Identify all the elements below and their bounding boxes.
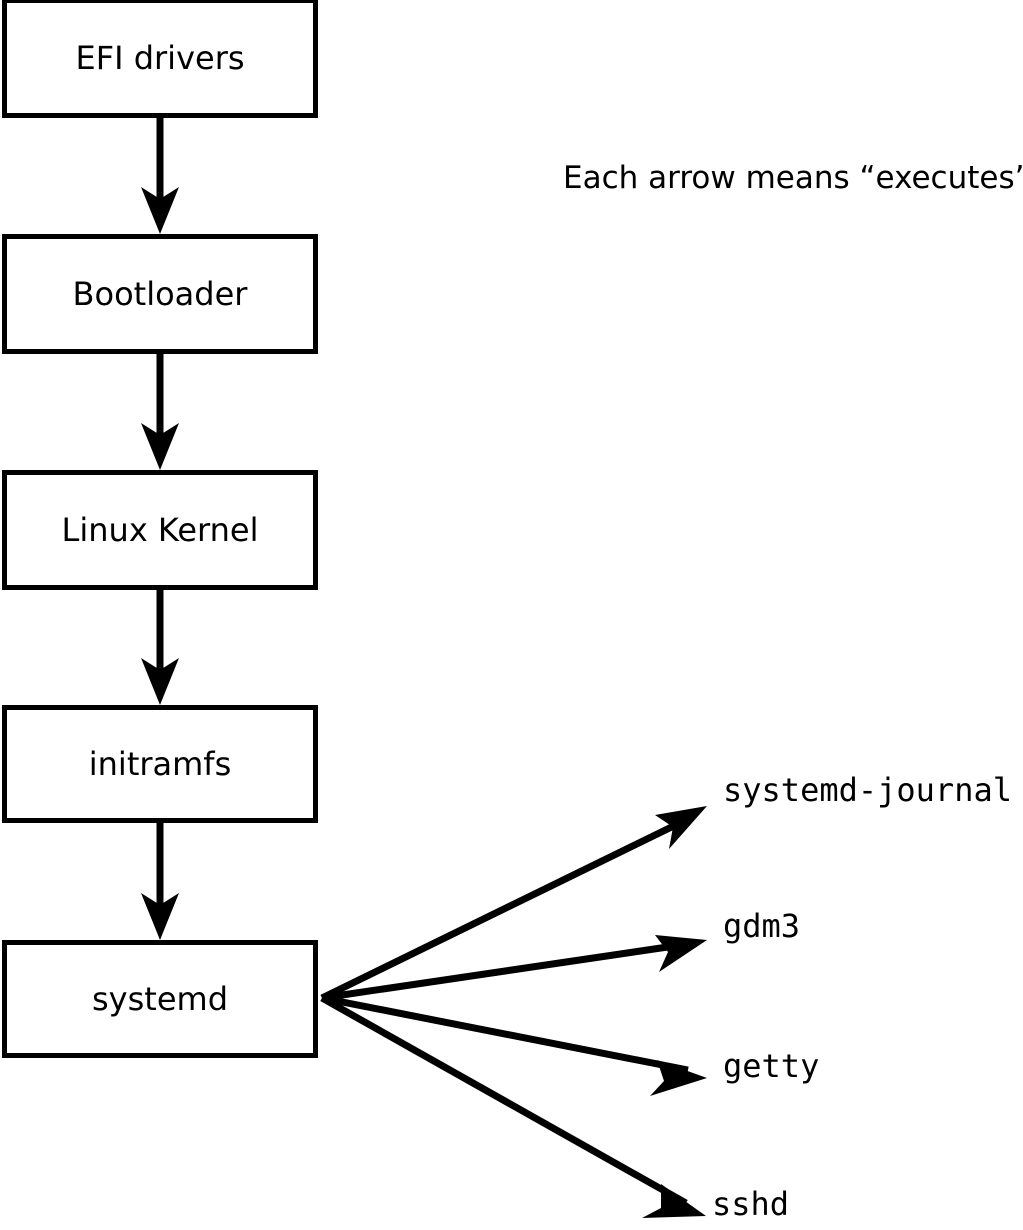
node-bootloader[interactable]: Bootloader — [2, 234, 318, 354]
node-initramfs[interactable]: initramfs — [2, 705, 318, 823]
arrow-efi-drivers-to-bootloader — [141, 118, 179, 234]
node-label-linux-kernel: Linux Kernel — [61, 511, 259, 549]
node-label-bootloader: Bootloader — [72, 275, 248, 313]
diagram-caption: Each arrow means “executes”. — [563, 160, 1023, 196]
arrow-linux-kernel-to-initramfs — [141, 590, 179, 705]
node-label-efi-drivers: EFI drivers — [75, 39, 245, 77]
arrow-systemd-to-gdm3 — [321, 935, 707, 1002]
node-systemd[interactable]: systemd — [2, 940, 318, 1058]
arrow-systemd-to-sshd — [320, 994, 706, 1218]
arrow-initramfs-to-systemd — [141, 823, 179, 940]
arrow-systemd-to-systemd-journal — [320, 806, 707, 1002]
node-efi-drivers[interactable]: EFI drivers — [2, 0, 318, 118]
arrow-bootloader-to-linux-kernel — [141, 354, 179, 470]
service-label-systemd-journal[interactable]: systemd-journal — [723, 771, 1012, 809]
arrow-systemd-to-getty — [321, 994, 707, 1096]
service-label-sshd[interactable]: sshd — [712, 1185, 790, 1223]
service-label-gdm3[interactable]: gdm3 — [723, 907, 801, 945]
node-label-systemd: systemd — [92, 980, 228, 1018]
node-linux-kernel[interactable]: Linux Kernel — [2, 470, 318, 590]
service-label-getty[interactable]: getty — [723, 1047, 820, 1085]
node-label-initramfs: initramfs — [88, 745, 232, 783]
